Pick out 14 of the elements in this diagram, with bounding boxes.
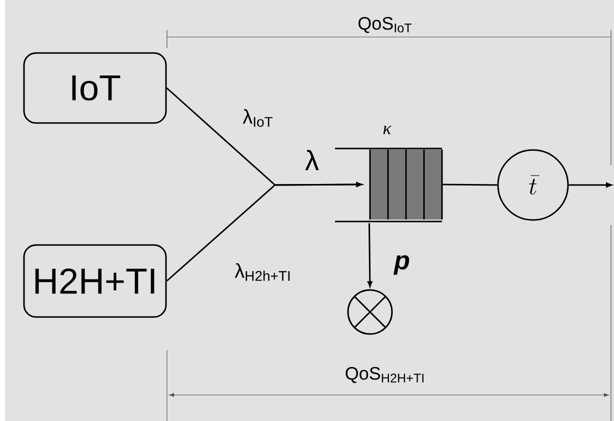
drop-circle [347, 289, 393, 335]
rate-label: QoS$_{IoT}$ [356, 16, 414, 34]
arrow [568, 182, 612, 188]
edge-label: p [393, 254, 411, 276]
source-box: H2H+TI [23, 244, 167, 318]
edge-label: λ$_{IoT}$ [242, 108, 274, 128]
rate-label: λ [304, 148, 320, 172]
queue-buffer [335, 148, 443, 222]
source-box: IoT [23, 52, 167, 124]
arrow [166, 182, 362, 282]
edge-label: λ$_{H2h+TI}$ [234, 262, 292, 282]
rate-label: QoS$_{H2H+TI}$ [344, 366, 426, 384]
arrow [367, 223, 372, 287]
capacity-label: κ [383, 126, 392, 134]
